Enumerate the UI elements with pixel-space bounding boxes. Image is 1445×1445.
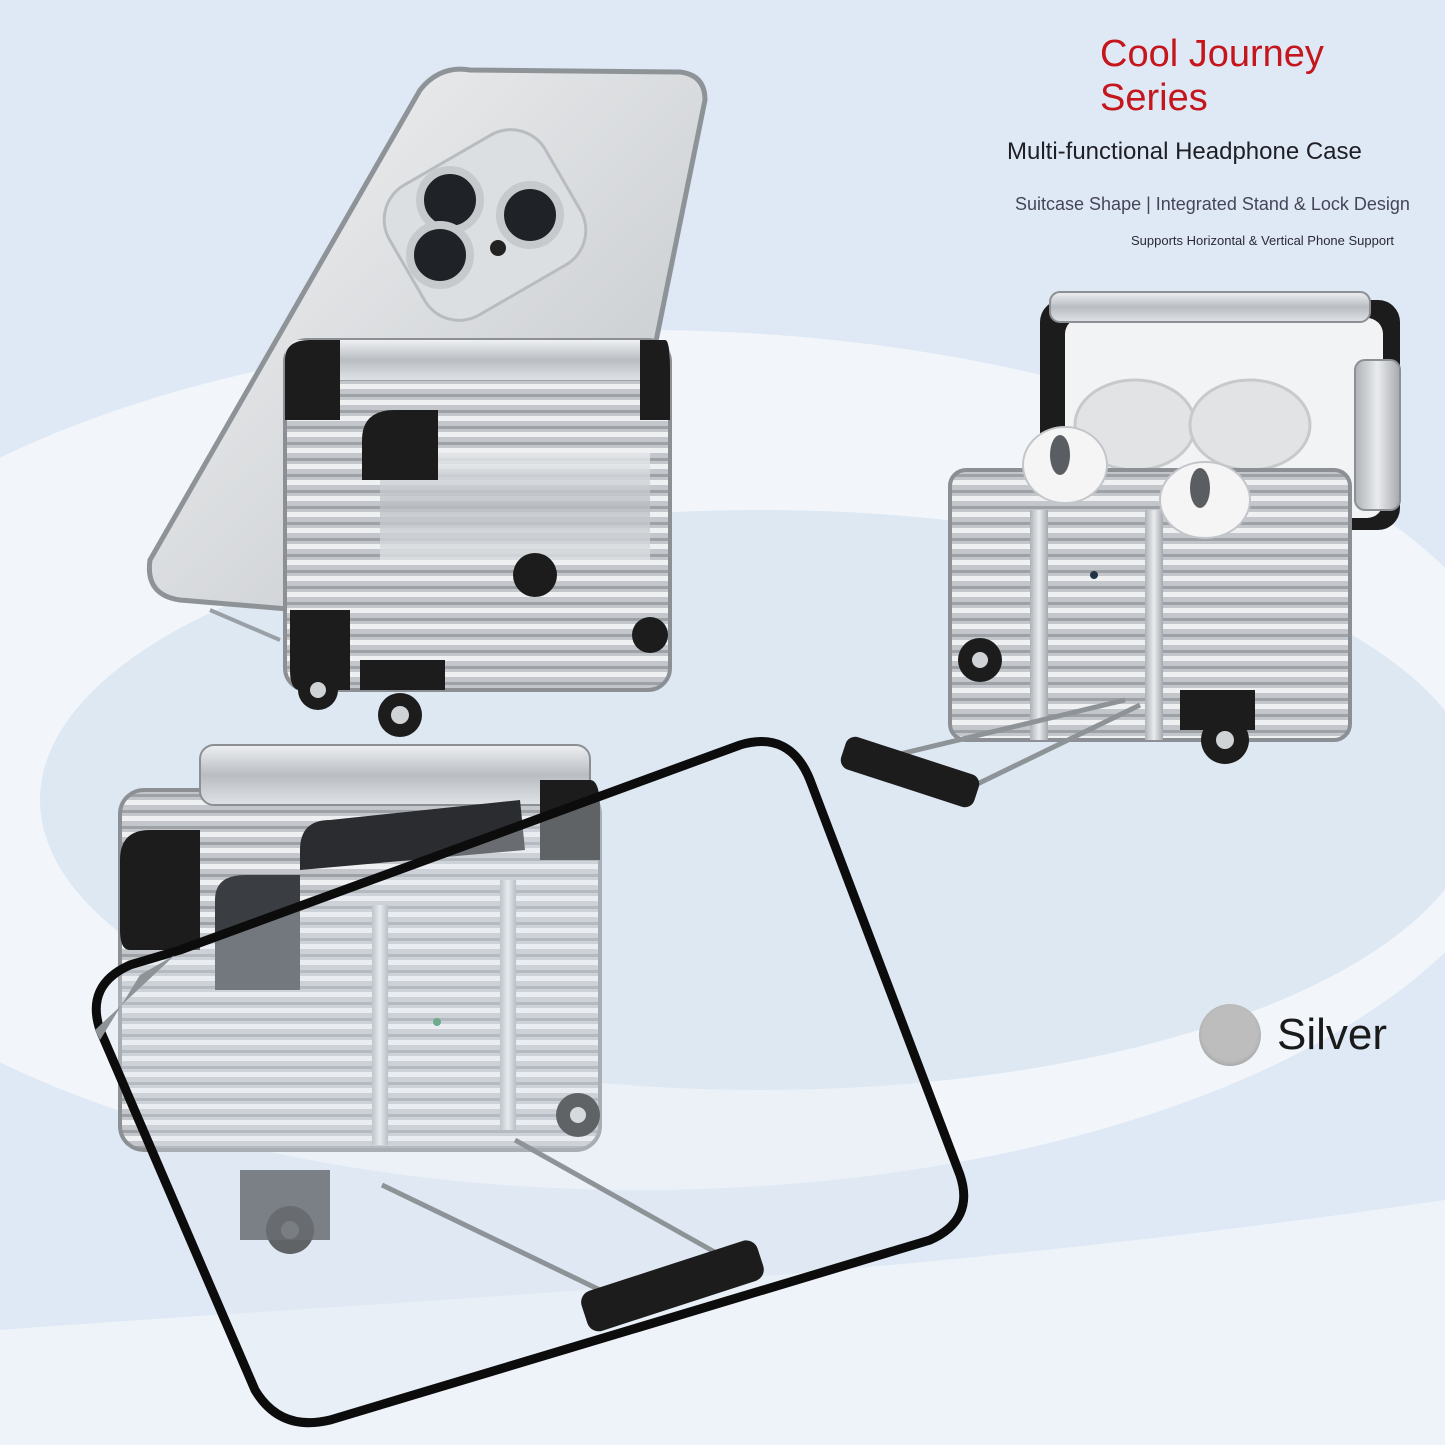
subheadline: Multi-functional Headphone Case [1007, 138, 1362, 165]
earbuds [1022, 426, 1251, 539]
open-case-product [840, 291, 1401, 808]
suitcase-case-back [283, 338, 672, 737]
feature-list: Suitcase Shape | Integrated Stand & Lock… [1015, 194, 1410, 214]
color-option: Silver [1199, 1003, 1387, 1067]
phone-camera-module [382, 128, 588, 322]
floor-highlight [0, 1200, 1445, 1445]
lock-dial [513, 553, 557, 597]
pull-handle [840, 697, 1142, 808]
phone-stand-product [146, 66, 708, 737]
suitcase-case-front [118, 744, 602, 1254]
headline: Cool Journey Series [1100, 33, 1324, 119]
color-label: Silver [1277, 1010, 1388, 1059]
silver-swatch [1199, 1004, 1261, 1066]
landscape-stand-product [91, 737, 969, 1428]
support-note: Supports Horizontal & Vertical Phone Sup… [1131, 233, 1395, 248]
pull-handle-front [380, 1137, 764, 1332]
